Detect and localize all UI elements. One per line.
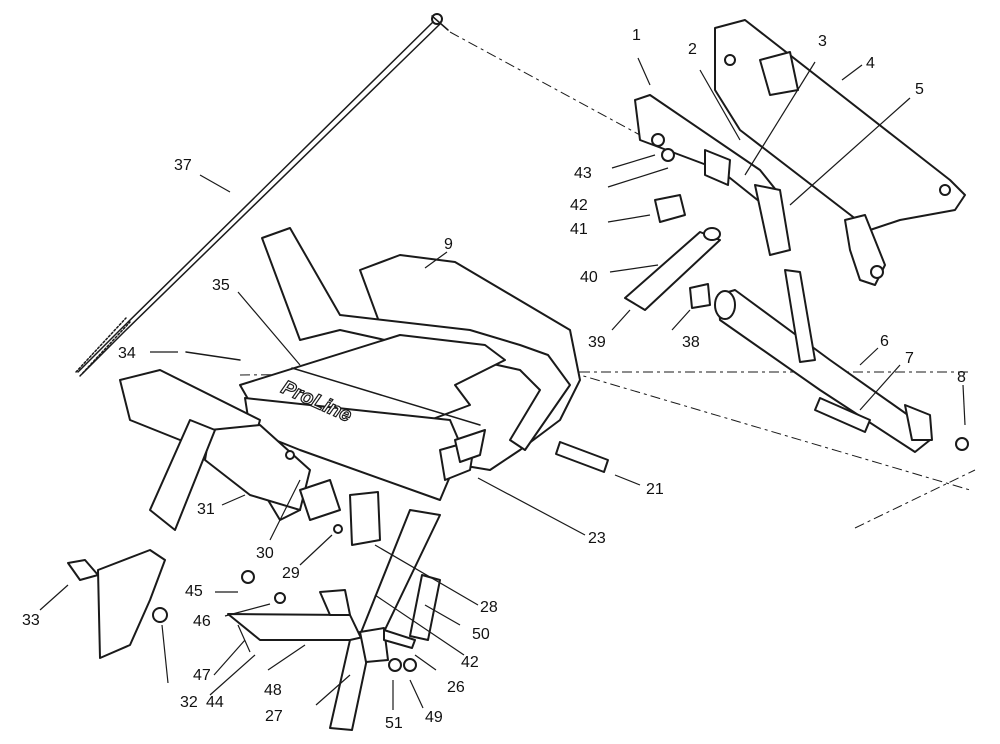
- callout-48: 48: [264, 682, 282, 699]
- callout-33: 33: [22, 612, 40, 629]
- callout-40: 40: [580, 269, 598, 286]
- callout-43: 43: [574, 165, 592, 182]
- callout-45: 45: [185, 583, 203, 600]
- callout-37: 37: [174, 157, 192, 174]
- callout-8: 8: [957, 369, 966, 386]
- callout-51: 51: [385, 715, 403, 732]
- handle-assembly: [119, 227, 581, 546]
- callout-47: 47: [193, 667, 211, 684]
- callout-26: 26: [447, 679, 465, 696]
- callout-34: 34: [118, 345, 136, 362]
- callout-2: 2: [688, 41, 697, 58]
- callout-50: 50: [472, 626, 490, 643]
- callout-21: 21: [646, 481, 664, 498]
- callout-29: 29: [282, 565, 300, 582]
- callout-32: 32: [180, 694, 198, 711]
- left-hardware: [67, 351, 417, 672]
- callout-49: 49: [425, 709, 443, 726]
- callout-35: 35: [212, 277, 230, 294]
- pivot-pin: [555, 441, 609, 473]
- callout-39: 39: [588, 334, 606, 351]
- callout-7: 7: [905, 350, 914, 367]
- callout-6: 6: [880, 333, 889, 350]
- callout-27: 27: [265, 708, 283, 725]
- callout-4: 4: [866, 55, 875, 72]
- callout-28: 28: [480, 599, 498, 616]
- callout-3: 3: [818, 33, 827, 50]
- pivot-hardware: [624, 149, 816, 363]
- callout-23: 23: [588, 530, 606, 547]
- callout-31: 31: [197, 501, 215, 518]
- callout-30: 30: [256, 545, 274, 562]
- callout-41: 41: [570, 221, 588, 238]
- callout-5: 5: [915, 81, 924, 98]
- lower-linkage: [227, 509, 441, 731]
- callout-42: 42: [461, 654, 479, 671]
- callout-46: 46: [193, 613, 211, 630]
- callout-9: 9: [444, 236, 453, 253]
- callout-1: 1: [632, 27, 641, 44]
- callout-38: 38: [682, 334, 700, 351]
- control-rod: [75, 13, 449, 377]
- callout-44: 44: [206, 694, 224, 711]
- leader-lines: [39, 57, 966, 710]
- callout-labels: 1 2 3 4 5 6 7 8 9 21 23 26 27 28 29 30 3…: [22, 27, 966, 732]
- callout-42: 42: [570, 197, 588, 214]
